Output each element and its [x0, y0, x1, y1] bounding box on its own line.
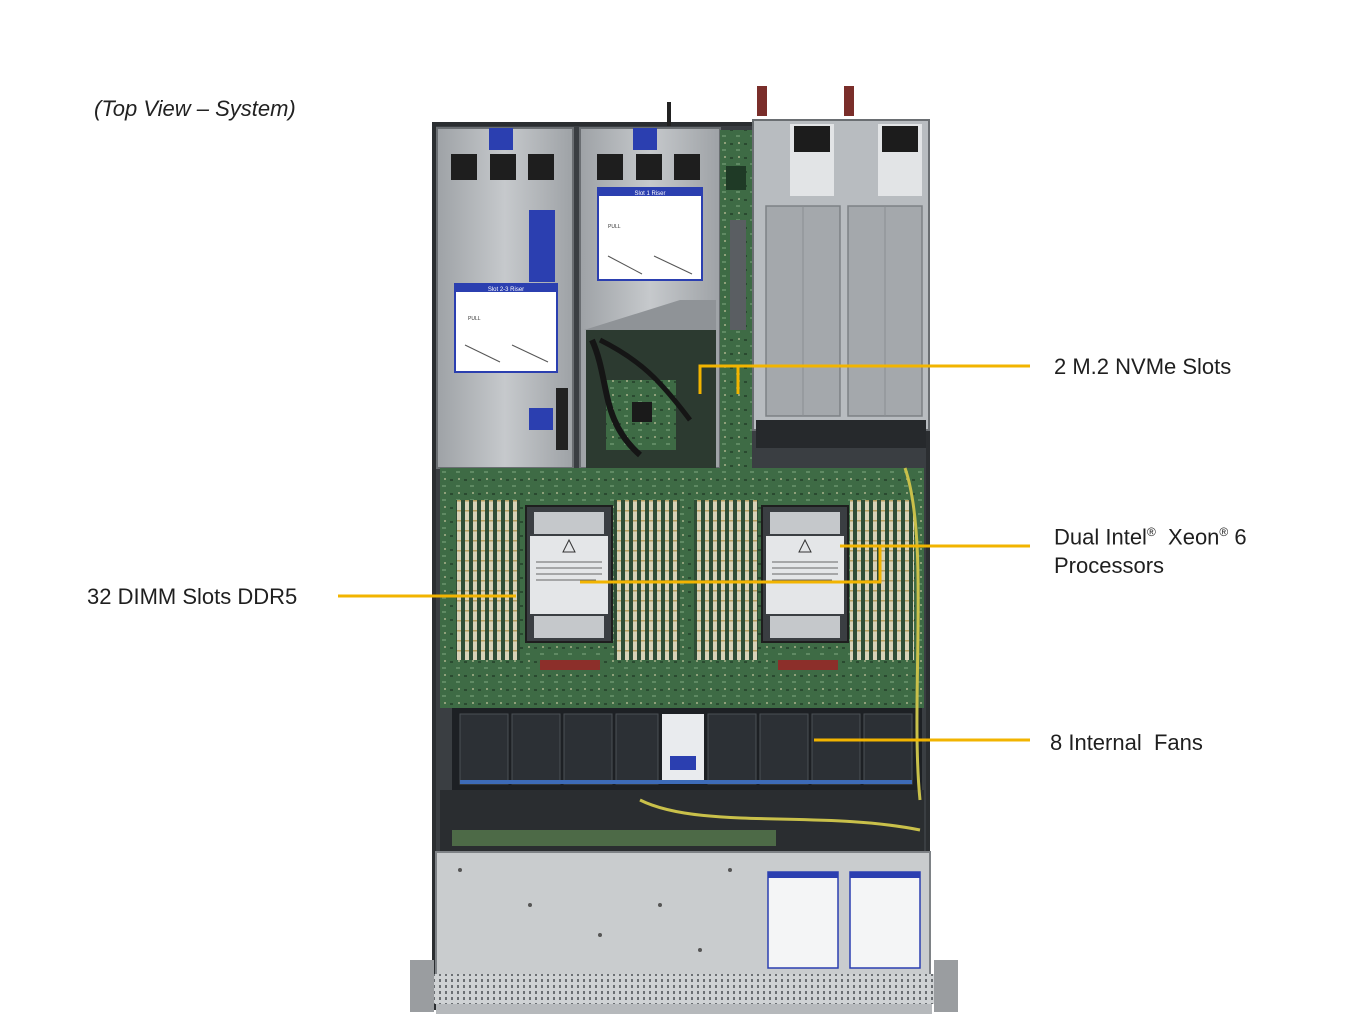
dimm-bank-3	[694, 500, 758, 660]
callout-processors-xeon: Xeon	[1168, 524, 1220, 550]
dimm-bank-4	[850, 500, 914, 660]
psu-handle-1	[757, 86, 767, 116]
cpu-2	[761, 505, 849, 643]
callout-processors-gen: 6	[1234, 524, 1247, 550]
view-title: (Top View – System)	[94, 96, 296, 121]
riser-slot-2-3: Slot 2-3 Riser PULL	[436, 127, 574, 469]
callout-dimm-slots: 32 DIMM Slots DDR5	[87, 584, 298, 609]
psu-handle-2	[844, 86, 854, 116]
registered-mark: ®	[1146, 525, 1156, 539]
fan-row	[452, 708, 922, 790]
dimm-bank-1	[456, 500, 520, 660]
registered-mark: ®	[1219, 525, 1229, 539]
callout-line-cpu	[580, 544, 1030, 584]
power-supply-bays	[752, 119, 930, 448]
riser-2-3-pull: PULL	[468, 316, 481, 322]
callout-processors: Dual Intel® Xeon® 6 Processors	[1054, 518, 1247, 580]
callout-fans: 8 Internal Fans	[1050, 730, 1203, 755]
dimm-bank-2	[614, 500, 680, 660]
riser-1-pull: PULL	[608, 224, 621, 230]
front-cover	[435, 851, 931, 979]
cpu-1	[525, 505, 613, 643]
callout-processors-intel: Dual Intel	[1054, 524, 1147, 550]
callout-line-m2	[698, 364, 1030, 394]
riser-2-3-label: Slot 2-3 Riser	[488, 287, 524, 293]
callout-processors-line2: Processors	[1054, 553, 1165, 579]
callout-m2-nvme: 2 M.2 NVMe Slots	[1054, 354, 1232, 379]
riser-1-label: Slot 1 Riser	[634, 191, 665, 197]
callout-lines	[338, 364, 1030, 742]
